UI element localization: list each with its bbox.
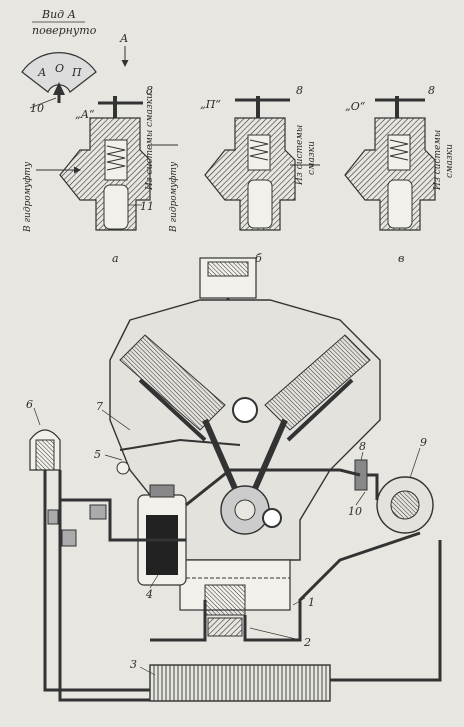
callout-7-leader xyxy=(101,409,131,431)
callout-2-leader xyxy=(249,627,301,641)
callout-1-leader xyxy=(292,597,306,606)
callout-2: 2 xyxy=(303,636,311,649)
valve-c-spring xyxy=(389,139,409,161)
valve-b-right-text-2: смазки xyxy=(307,141,317,175)
top-filter-cap xyxy=(207,261,249,277)
pipe-main-feed xyxy=(60,498,186,542)
drain-valve xyxy=(47,509,59,525)
left-oil-gallery xyxy=(138,378,207,442)
dial-mark-p: П xyxy=(71,66,82,79)
callout-9: 9 xyxy=(420,436,427,449)
callout-8-leader xyxy=(360,451,364,461)
callout-9-leader xyxy=(409,447,421,479)
valve-a-callout-11: 11 xyxy=(140,200,154,213)
pressure-gauge xyxy=(116,461,130,475)
callout-8: 8 xyxy=(359,440,366,453)
engine-scheme: 1 2 3 4 5 6 7 8 9 10 xyxy=(26,257,442,702)
pipe-cooler-feed xyxy=(43,470,150,692)
pipe-radiator-coupling xyxy=(330,540,442,682)
valve-c-caption: в xyxy=(398,252,404,265)
pump-screen xyxy=(207,617,243,637)
valve-a: „А“ 8 В гидромуфту Из системы смазки В г… xyxy=(23,84,179,265)
valve-a-left-text: В гидромуфту xyxy=(23,161,33,233)
bypass-valve xyxy=(89,504,107,520)
view-callout-10: 10 xyxy=(30,102,44,115)
valve-b-callout-8: 8 xyxy=(296,84,303,97)
left-conrod xyxy=(202,418,243,502)
view-a-title: Вид А xyxy=(41,8,76,21)
right-conrod xyxy=(247,418,288,502)
valve-c-plunger xyxy=(387,179,413,229)
centrifugal-filter-core xyxy=(146,515,178,575)
valve-a-caption: а xyxy=(112,252,119,265)
valve-c-callout-8: 8 xyxy=(428,84,435,97)
valve-c-mode: „О“ xyxy=(345,100,366,113)
view-arrow-label: А xyxy=(119,32,128,45)
valve-b-spring xyxy=(249,139,269,161)
valve-a-spring xyxy=(106,145,126,171)
callout-3: 3 xyxy=(130,658,137,671)
pipe-cooler-return xyxy=(58,470,150,702)
valve-b-caption: б xyxy=(255,252,262,265)
pipe-gallery-link xyxy=(119,438,241,451)
pipe-to-switch xyxy=(185,468,361,507)
thermo-valve-6-core xyxy=(35,439,55,471)
view-a-inset: Вид А повернуто А О П 10 А xyxy=(21,8,129,115)
view-a-subtitle: повернуто xyxy=(32,24,97,37)
camshaft xyxy=(232,397,258,423)
valve-c-right-text-2: смазки xyxy=(445,144,455,178)
oil-radiator xyxy=(149,664,331,702)
callout-7: 7 xyxy=(96,400,103,413)
callout-10-leader xyxy=(29,97,57,109)
valve-b: „П“ 8 Из системы смазки б xyxy=(200,84,320,265)
valve-b-right-text-1: Из системы xyxy=(295,125,305,186)
callout-4-leader xyxy=(149,574,159,589)
pipe-pump-out xyxy=(243,531,421,642)
callout-5-leader xyxy=(104,454,123,461)
reducing-valve xyxy=(61,529,77,547)
valve-b-mode: „П“ xyxy=(200,98,221,111)
valve-b-plunger xyxy=(247,179,273,229)
callout-3-leader xyxy=(139,666,156,676)
valve-b-bore xyxy=(247,134,271,171)
callout-10-leader-engine xyxy=(355,491,366,506)
valve-a-callout-8: 8 xyxy=(146,84,153,97)
valve-c-right-text-1: Из системы xyxy=(433,130,443,191)
callout-6-leader xyxy=(33,407,41,426)
left-cylinder-bank xyxy=(119,334,226,431)
crank-journal xyxy=(234,499,256,521)
dial-pointer xyxy=(53,82,65,95)
right-oil-gallery xyxy=(286,378,354,442)
centrifugal-filter-cap xyxy=(149,484,175,498)
hydraulic-coupling-core xyxy=(390,490,420,520)
crank-pin xyxy=(262,508,282,528)
callout-6: 6 xyxy=(26,398,33,411)
valve-c: „О“ 8 Из системы смазки в xyxy=(344,84,455,265)
callout-4: 4 xyxy=(145,588,153,601)
dial-mark-a: А xyxy=(37,66,46,79)
valve-a-plunger xyxy=(103,184,129,230)
callout-5: 5 xyxy=(94,448,101,461)
valve-a-right-text-1: Из системы смазки xyxy=(145,93,155,191)
dial-sector xyxy=(21,52,97,93)
oil-pump xyxy=(204,584,246,616)
callout-10: 10 xyxy=(348,505,362,518)
pipe-pump-in xyxy=(150,600,207,642)
pipe-to-coupling xyxy=(367,473,379,500)
dial-mark-o: О xyxy=(55,62,64,75)
valve-c-bore xyxy=(387,134,411,171)
right-cylinder-bank xyxy=(264,334,371,431)
valve-a-right-text-2: В гидромуфту xyxy=(169,161,179,233)
callout-1: 1 xyxy=(308,596,315,609)
